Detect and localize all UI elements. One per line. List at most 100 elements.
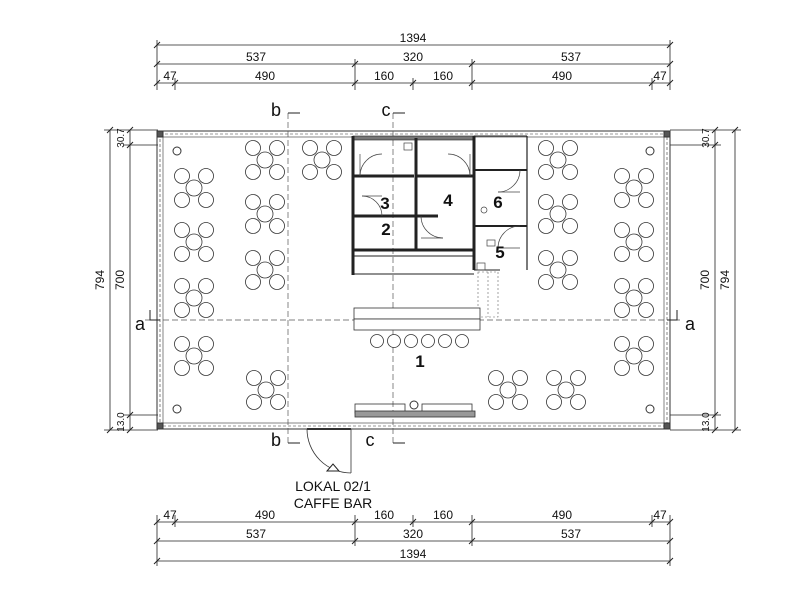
top-dim-detail-6: 47 [653, 69, 667, 83]
chair [174, 278, 190, 294]
chair [198, 222, 214, 238]
bottom-dim-detail-6: 47 [653, 508, 667, 522]
top-dimensions [153, 40, 674, 90]
chair [538, 140, 554, 156]
chair [326, 140, 342, 156]
chair [245, 274, 261, 290]
right-dim-bottom-small: 13.0 [701, 412, 712, 432]
outer-wall [156, 130, 671, 430]
chair [174, 302, 190, 318]
chair [614, 302, 630, 318]
chair [562, 194, 578, 210]
chair [174, 192, 190, 208]
cafe-table [256, 261, 274, 279]
chair [614, 246, 630, 262]
cafe-table [549, 151, 567, 169]
unit-label: LOKAL 02/1 [295, 478, 371, 494]
chair [198, 168, 214, 184]
bottom-dim-mid-1: 537 [246, 527, 266, 541]
front-glazing [354, 403, 476, 418]
chair [562, 164, 578, 180]
chair [614, 278, 630, 294]
room-number-6: 6 [493, 193, 502, 212]
column [172, 404, 182, 414]
column [645, 146, 655, 156]
chair [538, 164, 554, 180]
chair [638, 192, 654, 208]
chair [326, 164, 342, 180]
chair [614, 336, 630, 352]
chair [174, 360, 190, 376]
chair [562, 140, 578, 156]
left-dimensions [104, 126, 158, 434]
chair [538, 250, 554, 266]
chair [638, 302, 654, 318]
entrance-door [306, 428, 352, 474]
cafe-table [549, 261, 567, 279]
top-dim-total: 1394 [400, 31, 427, 45]
bar-stool [438, 334, 452, 348]
top-dim-mid-1: 537 [246, 50, 266, 64]
section-marks-lines [149, 112, 678, 444]
chair [245, 218, 261, 234]
chair [246, 394, 262, 410]
section-mark-b-top: b [271, 100, 281, 120]
bottom-dim-total: 1394 [400, 547, 427, 561]
chair [638, 360, 654, 376]
chair [269, 250, 285, 266]
chair [198, 192, 214, 208]
top-dim-detail-2: 490 [255, 69, 275, 83]
service-fixtures [403, 142, 496, 271]
chair [198, 246, 214, 262]
cafe-table [625, 347, 643, 365]
section-mark-c-top: c [382, 100, 391, 120]
cafe-table [625, 179, 643, 197]
cafe-table [256, 205, 274, 223]
chair [270, 394, 286, 410]
room-number-3: 3 [380, 194, 389, 213]
furniture [174, 140, 654, 410]
chair [198, 302, 214, 318]
chair [562, 250, 578, 266]
left-dim-bottom-small: 13.0 [116, 412, 127, 432]
chair [512, 394, 528, 410]
chair [269, 274, 285, 290]
chair [269, 164, 285, 180]
service-shaft [477, 271, 499, 318]
bar-stool [404, 334, 418, 348]
chair [302, 140, 318, 156]
column [645, 404, 655, 414]
unit-use-label: CAFFE BAR [294, 495, 373, 511]
top-dim-detail-4: 160 [433, 69, 453, 83]
chair [638, 336, 654, 352]
chair [488, 394, 504, 410]
bar-stool [387, 334, 401, 348]
chair [546, 370, 562, 386]
chair [570, 370, 586, 386]
chair [245, 250, 261, 266]
chair [538, 218, 554, 234]
bottom-dimensions [153, 515, 674, 566]
chair [245, 194, 261, 210]
cafe-table [185, 233, 203, 251]
chair [269, 194, 285, 210]
service-doors [359, 153, 521, 249]
cafe-table [185, 347, 203, 365]
top-dim-detail-3: 160 [374, 69, 394, 83]
cafe-table [625, 233, 643, 251]
chair [546, 394, 562, 410]
section-lines [145, 113, 680, 445]
bar-counter [353, 307, 481, 331]
chair [198, 360, 214, 376]
right-dim-top-small: 30.7 [701, 128, 712, 148]
chair [174, 246, 190, 262]
bar-stool [455, 334, 469, 348]
entrance-arrow-icon [325, 463, 341, 472]
bar-stool [421, 334, 435, 348]
cafe-table [557, 381, 575, 399]
left-dim-total: 794 [93, 270, 107, 290]
chair [562, 274, 578, 290]
chair [174, 222, 190, 238]
chair [269, 140, 285, 156]
chair [488, 370, 504, 386]
